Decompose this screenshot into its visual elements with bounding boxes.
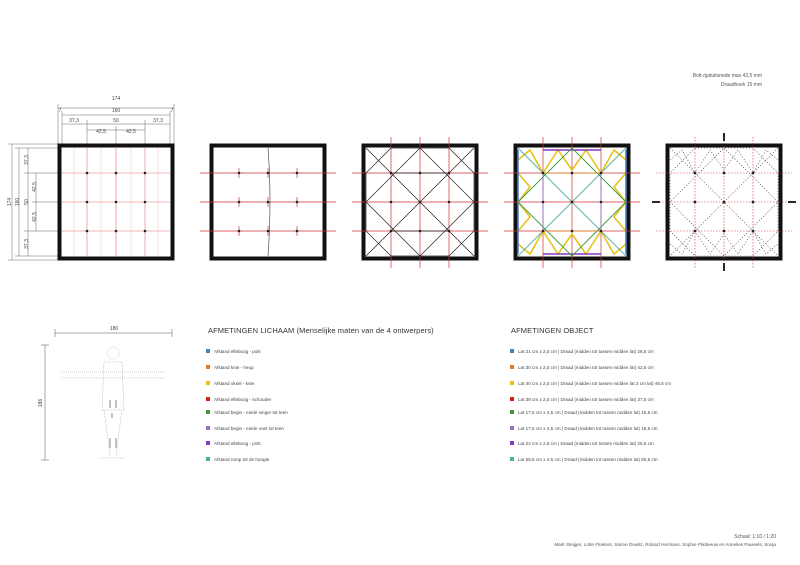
legend-label: Afstand romp tot de hoogte xyxy=(214,456,270,462)
legend-swatch xyxy=(510,441,514,445)
dim-top-total: 174 xyxy=(112,96,121,102)
legend-label: Lat 30 cm x 2,5 cm | Draad (midden tot t… xyxy=(518,364,654,370)
dim-top-sub-left: 42,5 xyxy=(96,129,106,135)
legend-label: Lat 38 cm x 2,5 cm | Draad (midden tot t… xyxy=(518,396,654,402)
object-legend-item: Lat 22 cm x 2,5 cm | Draad (midden tot t… xyxy=(510,439,654,447)
body-legend-item: Afstand begin - einde voet tot teen xyxy=(206,424,284,432)
body-legend-item: Afstand oksel - knie xyxy=(206,379,254,387)
object-section-title: AFMETINGEN OBJECT xyxy=(511,326,594,335)
dim-left-sub-bot: 42,5 xyxy=(32,212,38,222)
legend-swatch xyxy=(206,410,210,414)
legend-swatch xyxy=(510,397,514,401)
note-line-2: Draadhoek 15 mm xyxy=(720,82,762,88)
legend-label: Lat 58,5 cm x 2,5 cm | Draad (midden tot… xyxy=(518,456,658,462)
legend-label: Afstand begin - einde vinger tot teen xyxy=(214,409,288,415)
note-line-1: Bolt-/gatuitsnede max 42,5 mm xyxy=(692,73,762,79)
dim-top-inner: 160 xyxy=(112,108,121,114)
dim-left-inner: 160 xyxy=(15,198,21,207)
legend-swatch xyxy=(510,426,514,430)
object-legend-item: Lat 58,5 cm x 2,5 cm | Draad (midden tot… xyxy=(510,455,658,463)
legend-swatch xyxy=(510,457,514,461)
figure-height-label: 186 xyxy=(38,399,44,408)
dim-left-sub-top: 42,5 xyxy=(32,182,38,192)
human-figure: 180 186 xyxy=(38,326,173,461)
body-legend-item: Afstand elleboog - pols xyxy=(206,347,261,355)
legend-swatch xyxy=(206,349,210,353)
legend-swatch xyxy=(206,457,210,461)
legend-swatch xyxy=(510,410,514,414)
dim-top-seg-left: 37,3 xyxy=(69,118,79,124)
legend-label: Afstand elleboog - pols xyxy=(214,440,261,446)
legend-label: Afstand elleboog - pols xyxy=(214,348,261,354)
legend-swatch xyxy=(206,381,210,385)
body-legend-item: Afstand romp tot de hoogte xyxy=(206,455,269,463)
dim-left-seg-top: 37,3 xyxy=(24,155,30,165)
dim-top-edge-right: 7 xyxy=(171,108,174,114)
legend-label: Afstand knie - heup xyxy=(214,364,254,370)
panel-4-frame xyxy=(504,137,640,268)
dim-left-total: 174 xyxy=(7,198,13,207)
body-legend-item: Afstand knie - heup xyxy=(206,363,254,371)
panel-2-frame xyxy=(200,143,336,261)
legend-swatch xyxy=(510,365,514,369)
legend-label: Afstand oksel - knie xyxy=(214,380,255,386)
legend-label: Lat 40 cm x 2,5 cm | Draad (midden tot t… xyxy=(518,380,672,386)
legend-label: Afstand elleboog - schouder xyxy=(214,396,272,402)
legend-swatch xyxy=(206,397,210,401)
dim-top-seg-mid: 50 xyxy=(113,118,119,124)
object-legend-item: Lat 17,5 cm x 2,5 cm | Draad (midden tot… xyxy=(510,408,658,416)
object-legend-item: Lat 21 cm x 2,5 cm | Draad (midden tot t… xyxy=(510,347,654,355)
legend-swatch xyxy=(206,365,210,369)
dim-top-edge-left: 7 xyxy=(59,108,62,114)
dim-left-seg-bot: 37,3 xyxy=(24,239,30,249)
figure-width-label: 180 xyxy=(110,326,119,332)
panel-1-grid xyxy=(57,143,175,261)
dim-left-seg-mid: 50 xyxy=(24,199,30,205)
legend-swatch xyxy=(510,349,514,353)
panel-3-frame xyxy=(352,137,488,268)
legend-label: Lat 22 cm x 2,5 cm | Draad (midden tot t… xyxy=(518,440,654,446)
object-legend-item: Lat 17,5 cm x 2,5 cm | Draad (midden tot… xyxy=(510,424,658,432)
object-legend-item: Lat 40 cm x 2,5 cm | Draad (midden tot t… xyxy=(510,379,671,387)
body-legend-item: Afstand elleboog - pols xyxy=(206,439,261,447)
legend-swatch xyxy=(206,426,210,430)
object-legend-item: Lat 30 cm x 2,5 cm | Draad (midden tot t… xyxy=(510,363,654,371)
dim-top-sub-right: 42,5 xyxy=(126,129,136,135)
object-legend-item: Lat 38 cm x 2,5 cm | Draad (midden tot t… xyxy=(510,395,654,403)
legend-swatch xyxy=(206,441,210,445)
footer-credits: Marit Steijger, Lotte Floeters, Sanne De… xyxy=(554,542,776,547)
panel-5-frame xyxy=(652,133,796,271)
body-legend-item: Afstand begin - einde vinger tot teen xyxy=(206,408,288,416)
body-legend-item: Afstand elleboog - schouder xyxy=(206,395,271,403)
dim-top-seg-right: 37,3 xyxy=(153,118,163,124)
legend-label: Lat 17,5 cm x 2,5 cm | Draad (midden tot… xyxy=(518,425,658,431)
legend-label: Lat 17,5 cm x 2,5 cm | Draad (midden tot… xyxy=(518,409,658,415)
legend-label: Lat 21 cm x 2,5 cm | Draad (midden tot t… xyxy=(518,348,654,354)
footer-scale: Schaal: 1:10 / 1:20 xyxy=(734,534,776,540)
dimension-lines xyxy=(8,104,175,261)
legend-label: Afstand begin - einde voet tot teen xyxy=(214,425,284,431)
legend-swatch xyxy=(510,381,514,385)
body-section-title: AFMETINGEN LICHAAM (Menselijke maten van… xyxy=(208,326,434,335)
